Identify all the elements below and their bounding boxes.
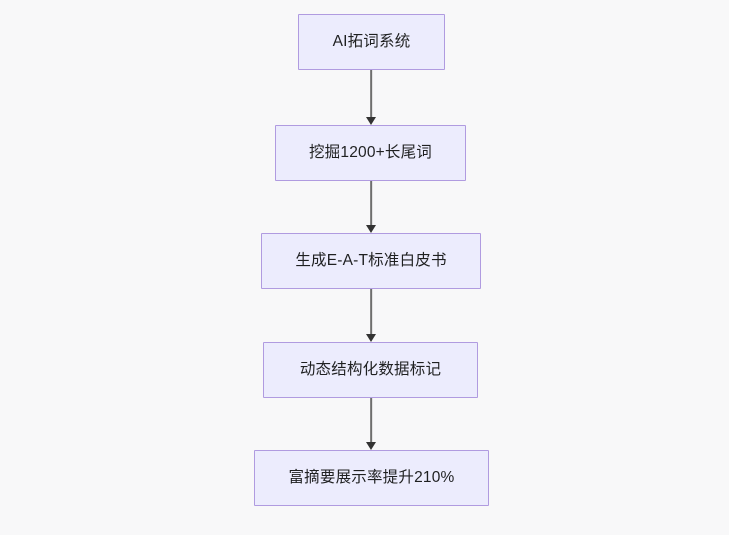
arrowhead-icon [366, 442, 376, 450]
connector-line [370, 398, 372, 442]
flow-node-generate-eat-whitepaper[interactable]: 生成E-A-T标准白皮书 [261, 233, 481, 289]
connector-node-1-to-node-2 [361, 70, 381, 125]
connector-line [370, 70, 372, 117]
arrowhead-icon [366, 117, 376, 125]
connector-node-2-to-node-3 [361, 181, 381, 233]
arrowhead-icon [366, 225, 376, 233]
flow-node-mine-longtail-keywords[interactable]: 挖掘1200+长尾词 [275, 125, 466, 181]
flow-node-label: 生成E-A-T标准白皮书 [295, 251, 447, 269]
flow-node-rich-snippet-impression-lift[interactable]: 富摘要展示率提升210% [254, 450, 489, 506]
flow-node-label: 动态结构化数据标记 [299, 360, 442, 378]
flow-node-label: 富摘要展示率提升210% [288, 468, 455, 486]
connector-line [370, 289, 372, 334]
connector-node-4-to-node-5 [361, 398, 381, 450]
arrowhead-icon [366, 334, 376, 342]
connector-node-3-to-node-4 [361, 289, 381, 342]
flow-node-ai-keyword-system[interactable]: AI拓词系统 [298, 14, 445, 70]
flow-node-dynamic-structured-data-markup[interactable]: 动态结构化数据标记 [263, 342, 478, 398]
connector-line [370, 181, 372, 225]
flow-node-label: AI拓词系统 [332, 32, 411, 50]
flow-node-label: 挖掘1200+长尾词 [308, 143, 433, 161]
